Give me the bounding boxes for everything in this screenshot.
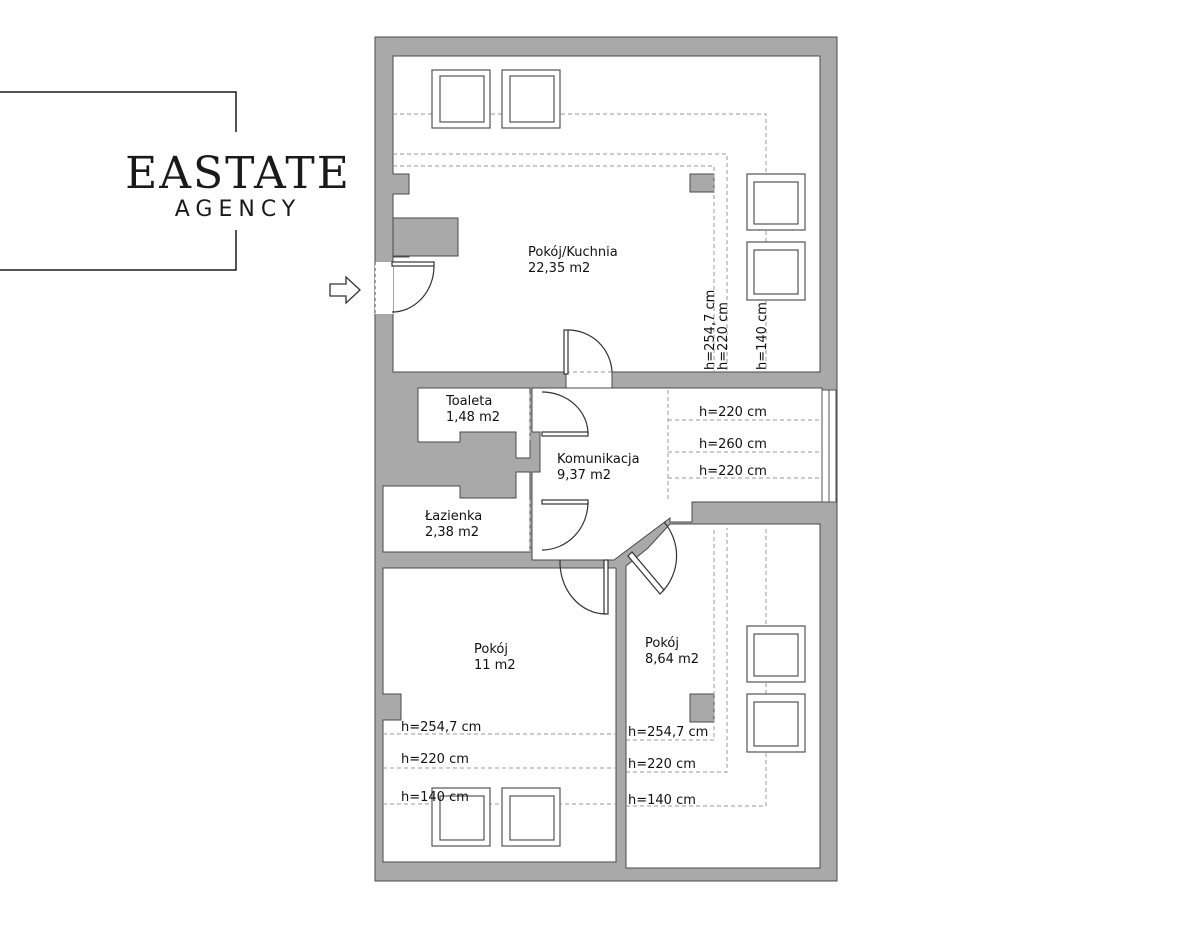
height-label: h=220 cm bbox=[716, 302, 731, 370]
logo-frame-bottom bbox=[0, 230, 237, 271]
height-label: h=140 cm bbox=[755, 302, 770, 370]
room-name-toaleta: Toaleta bbox=[445, 394, 492, 409]
skylight bbox=[431, 787, 491, 847]
height-label: h=140 cm bbox=[401, 790, 469, 805]
slope-lines-right-room bbox=[626, 528, 767, 807]
door-leaf bbox=[391, 261, 435, 267]
skylight bbox=[746, 625, 806, 683]
height-label: h=260 cm bbox=[699, 437, 767, 452]
slope-lines-corridor bbox=[529, 371, 822, 552]
room-name-pokoj-864: Pokój bbox=[645, 636, 679, 651]
doors bbox=[374, 261, 678, 615]
logo-main-text: EASTATE bbox=[125, 148, 351, 199]
room-area-pokoj-11: 11 m2 bbox=[474, 658, 516, 673]
room-name-pokoj-kuchnia: Pokój/Kuchnia bbox=[528, 245, 618, 260]
height-label: h=220 cm bbox=[699, 405, 767, 420]
slope-lines-left-room bbox=[383, 733, 616, 805]
logo: EASTATE AGENCY bbox=[0, 91, 351, 271]
room-labels: Pokój/Kuchnia 22,35 m2 Toaleta 1,48 m2 K… bbox=[424, 245, 699, 673]
pillar-top bbox=[689, 173, 715, 193]
height-labels-top: h=254,7 cm h=220 cm h=140 cm bbox=[703, 290, 770, 370]
skylight bbox=[501, 69, 561, 129]
height-label: h=254,7 cm bbox=[703, 290, 718, 370]
logo-sub-text: AGENCY bbox=[175, 197, 301, 222]
room-komunikacja-floor bbox=[531, 387, 823, 561]
height-label: h=220 cm bbox=[628, 757, 696, 772]
room-name-komunikacja: Komunikacja bbox=[557, 452, 640, 467]
pillar-right bbox=[689, 693, 715, 723]
height-labels-left-room: h=254,7 cm h=220 cm h=140 cm bbox=[401, 720, 481, 805]
room-name-lazienka: Łazienka bbox=[424, 509, 482, 524]
logo-frame-top bbox=[0, 91, 237, 132]
door-arc bbox=[391, 265, 435, 313]
slope-lines-top bbox=[393, 113, 767, 372]
room-name-pokoj-11: Pokój bbox=[474, 642, 508, 657]
height-label: h=254,7 cm bbox=[628, 725, 708, 740]
skylight bbox=[746, 693, 806, 753]
height-labels-right-room: h=254,7 cm h=220 cm h=140 cm bbox=[628, 725, 708, 808]
room-area-lazienka: 2,38 m2 bbox=[425, 525, 479, 540]
room-pokoj-11-floor bbox=[382, 567, 617, 863]
height-label: h=220 cm bbox=[699, 464, 767, 479]
height-label: h=140 cm bbox=[628, 793, 696, 808]
room-area-komunikacja: 9,37 m2 bbox=[557, 468, 611, 483]
chimney-block bbox=[392, 217, 459, 257]
height-label: h=254,7 cm bbox=[401, 720, 481, 735]
skylights bbox=[431, 69, 806, 847]
height-label: h=220 cm bbox=[401, 752, 469, 767]
room-area-pokoj-kuchnia: 22,35 m2 bbox=[528, 261, 590, 276]
room-pokoj-864-floor bbox=[625, 523, 821, 869]
room-lazienka-floor bbox=[382, 471, 531, 553]
skylight bbox=[431, 69, 491, 129]
height-labels-corridor: h=220 cm h=260 cm h=220 cm bbox=[699, 405, 767, 479]
room-area-toaleta: 1,48 m2 bbox=[446, 410, 500, 425]
skylight bbox=[501, 787, 561, 847]
room-area-pokoj-864: 8,64 m2 bbox=[645, 652, 699, 667]
entrance-arrow-icon bbox=[329, 275, 361, 305]
skylight bbox=[746, 241, 806, 301]
skylight bbox=[746, 173, 806, 231]
